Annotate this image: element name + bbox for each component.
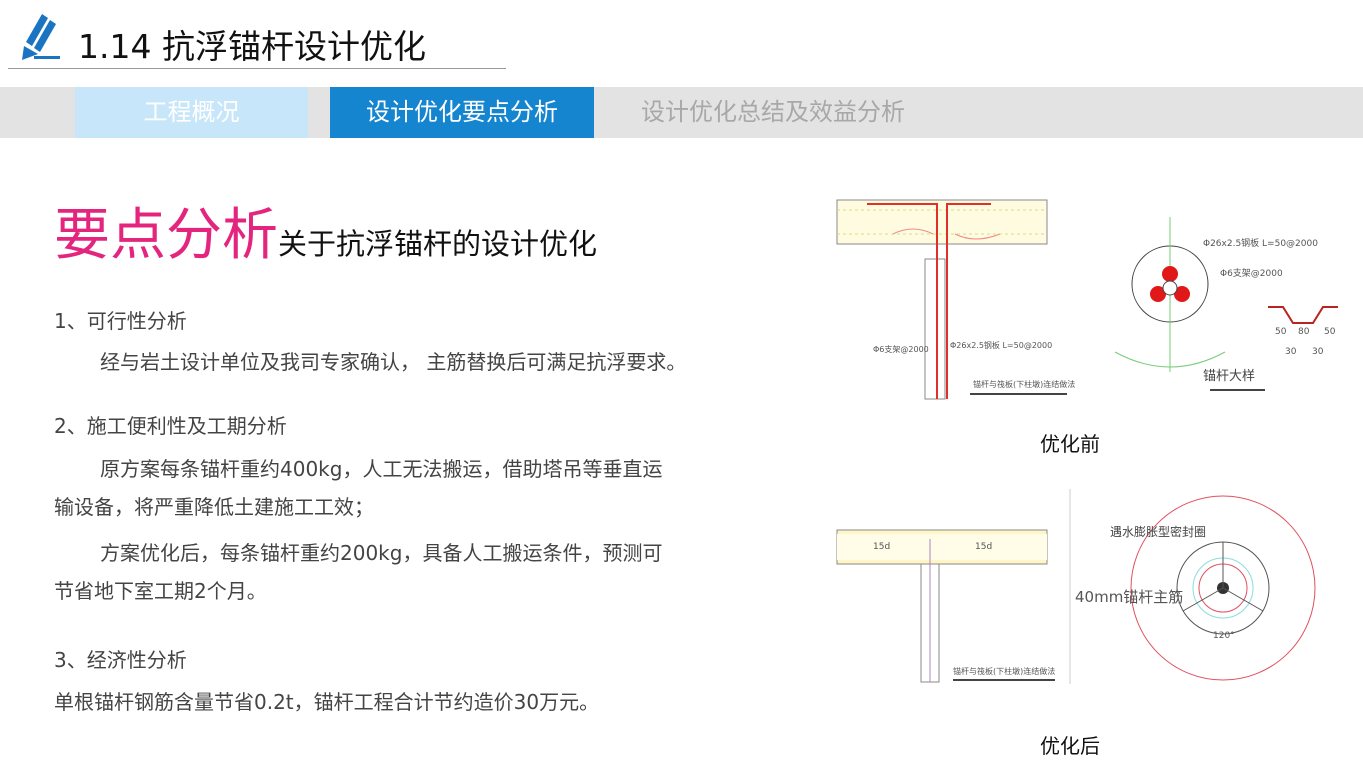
- s3-text: 单根锚杆钢筋含量节省0.2t，锚杆工程合计节约造价30万元。: [54, 690, 600, 714]
- label-plate: Φ26x2.5钢板 L=50@2000: [1203, 237, 1318, 249]
- label-seal: 遇水膨胀型密封圈: [1110, 524, 1206, 539]
- section-heading: 要点分析关于抗浮锚杆的设计优化: [54, 190, 597, 271]
- tab-project-overview[interactable]: 工程概况: [75, 87, 308, 138]
- label-node: 锚杆与筏板(下柱墩)连结做法: [973, 379, 1075, 389]
- caption-before: 优化前: [1040, 432, 1100, 456]
- label-node-after: 锚杆与筏板(下柱墩)连结做法: [953, 666, 1055, 676]
- tab-design-key-points[interactable]: 设计优化要点分析: [330, 87, 594, 138]
- caption-after: 优化后: [1040, 734, 1100, 758]
- dim-80: 80: [1298, 327, 1310, 337]
- page-title: 1.14 抗浮锚杆设计优化: [78, 27, 426, 66]
- dim-50a: 50: [1275, 327, 1287, 337]
- dim-50b: 50: [1324, 327, 1336, 337]
- s1-text: 经与岩土设计单位及我司专家确认， 主筋替换后可满足抗浮要求。: [100, 350, 687, 374]
- section-tabs: 工程概况 设计优化要点分析 设计优化总结及效益分析: [0, 87, 1363, 138]
- drawing-before: Φ6支架@2000 Φ26x2.5钢板 L=50@2000 锚杆与筏板(下柱墩)…: [825, 162, 1340, 407]
- s3-title: 3、经济性分析: [54, 648, 187, 672]
- s2-text1a: 原方案每条锚杆重约400kg，人工无法搬运，借助塔吊等垂直运: [100, 457, 663, 481]
- s2-text1b: 输设备，将严重降低土建施工工效；: [54, 495, 374, 519]
- label-angle: 120°: [1213, 631, 1235, 641]
- label-plate-left: Φ26x2.5钢板 L=50@2000: [950, 340, 1052, 350]
- label-bar: 40mm锚杆主筋: [1075, 588, 1183, 606]
- heading-sub: 关于抗浮锚杆的设计优化: [278, 227, 598, 261]
- title-divider: [8, 68, 506, 69]
- label-15d-right: 15d: [975, 542, 992, 552]
- dim-30b: 30: [1312, 347, 1324, 357]
- tab-summary-benefits[interactable]: 设计优化总结及效益分析: [641, 98, 905, 126]
- s2-text2a: 方案优化后，每条锚杆重约200kg，具备人工搬运条件，预测可: [100, 541, 663, 565]
- pencil-icon: [20, 10, 64, 66]
- label-support: Φ6支架@2000: [873, 344, 929, 354]
- drawing-after: 15d 15d 锚杆与筏板(下柱墩)连结做法 遇水膨胀型密封圈 40mm锚杆主筋…: [825, 484, 1325, 689]
- s2-title: 2、施工便利性及工期分析: [54, 414, 287, 438]
- label-15d-left: 15d: [873, 542, 890, 552]
- s1-title: 1、可行性分析: [54, 309, 187, 333]
- heading-main: 要点分析: [54, 203, 278, 268]
- dim-30a: 30: [1285, 347, 1297, 357]
- s2-text2b: 节省地下室工期2个月。: [54, 579, 267, 603]
- label-support-right: Φ6支架@2000: [1220, 267, 1283, 279]
- label-detail: 锚杆大样: [1203, 369, 1255, 384]
